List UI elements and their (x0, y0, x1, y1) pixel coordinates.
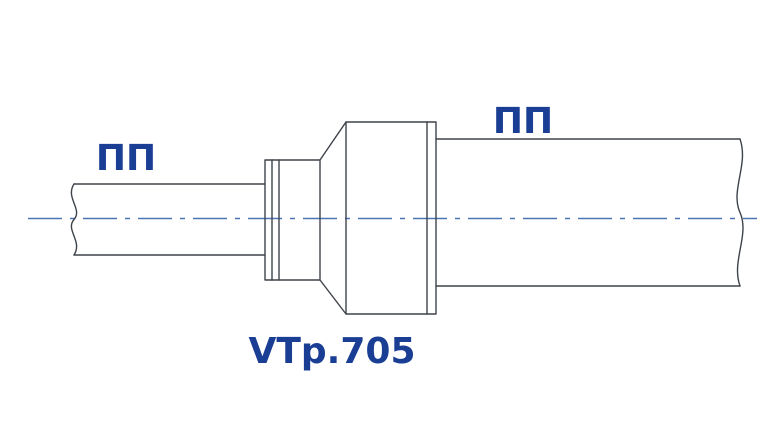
part-number-label: VTp.705 (248, 331, 415, 372)
diagram-labels: ПП ПП VTp.705 (96, 101, 553, 372)
drawing-outlines (70, 121, 744, 315)
left-pipe-break (70, 183, 78, 256)
left-pipe (73, 183, 266, 256)
fitting-body (345, 121, 437, 315)
right-pipe-material-label: ПП (493, 101, 553, 142)
fitting-cone (319, 121, 347, 315)
fitting-collar-chamfer-lines (271, 159, 280, 281)
left-pipe-material-label: ПП (96, 138, 156, 179)
right-pipe (435, 138, 741, 287)
right-pipe-break (736, 138, 744, 287)
fitting-collar (264, 159, 321, 281)
